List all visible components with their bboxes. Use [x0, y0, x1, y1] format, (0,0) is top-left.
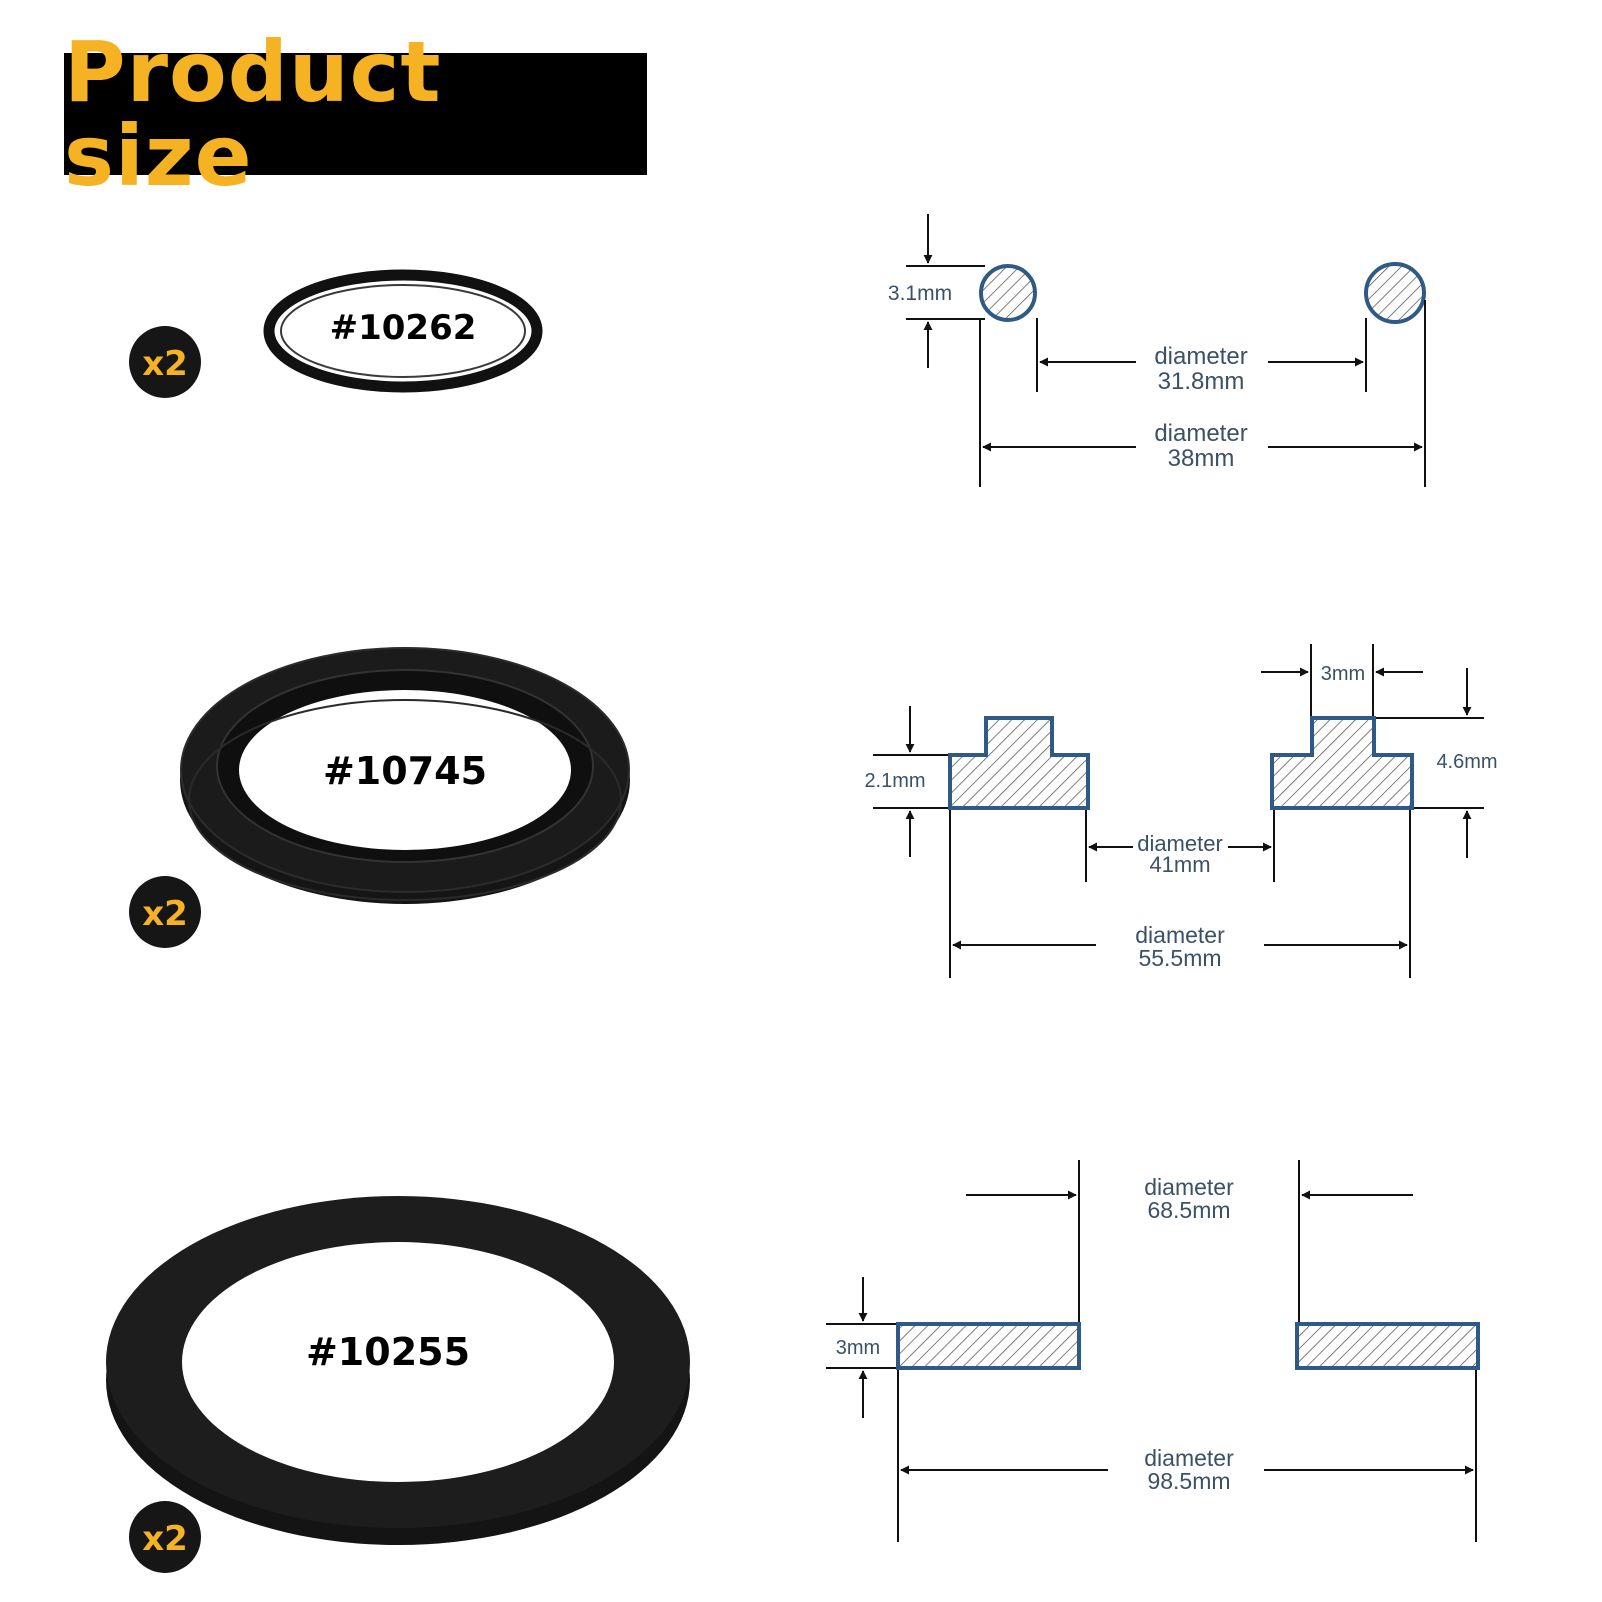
page-title: Product size: [64, 23, 442, 205]
flat-gasket-image: [106, 1196, 690, 1545]
outer-diameter-word: diameter: [1135, 922, 1225, 948]
outer-diameter-value: 98.5mm: [1147, 1468, 1230, 1494]
inner-diameter-value: 31.8mm: [1158, 368, 1245, 395]
outer-diameter-value: 55.5mm: [1138, 945, 1221, 971]
quantity-badge: x2: [129, 1501, 201, 1573]
part-code: #10255: [306, 1330, 470, 1374]
base-height-label: 2.1mm: [864, 770, 925, 792]
outer-diameter-word: diameter: [1144, 1445, 1234, 1471]
step-width-label: 3mm: [1321, 663, 1365, 685]
flange-gasket-image: [180, 647, 630, 904]
quantity-badge: x2: [129, 876, 201, 948]
gasket-10262: #10262 x2 3.1mm diameter: [129, 214, 1426, 487]
outer-diameter-value: 38mm: [1168, 445, 1235, 472]
part-code: #10745: [323, 749, 487, 793]
gasket-10255: #10255 x2 3mm diameter 68.5m: [106, 1160, 1480, 1573]
total-height-label: 4.6mm: [1436, 751, 1497, 773]
inner-diameter-word: diameter: [1154, 343, 1247, 370]
cross-section-left: [948, 716, 1090, 810]
quantity-badge: x2: [129, 326, 201, 398]
cross-section-left: [896, 1322, 1081, 1370]
quantity-label: x2: [142, 1519, 188, 1559]
inner-diameter-word: diameter: [1144, 1174, 1234, 1200]
inner-diameter-value: 68.5mm: [1147, 1197, 1230, 1223]
thickness-label: 3.1mm: [888, 282, 952, 305]
cross-section-right: [1295, 1322, 1480, 1370]
o-ring-image: [263, 269, 543, 393]
cross-section-diagram: [873, 644, 1484, 978]
cross-section-diagram: [906, 214, 1426, 487]
cross-section-right: [1364, 262, 1426, 324]
quantity-label: x2: [142, 344, 188, 384]
title-banner: Product size: [64, 30, 647, 198]
cross-section-right: [1270, 716, 1414, 810]
inner-diameter-value: 41mm: [1149, 852, 1210, 877]
inner-diameter-word: diameter: [1137, 831, 1223, 856]
cross-section-left: [979, 264, 1037, 322]
cross-section-diagram: [826, 1160, 1480, 1542]
gasket-10745: #10745 x2: [129, 644, 1498, 978]
quantity-label: x2: [142, 894, 188, 934]
thickness-label: 3mm: [836, 1337, 880, 1359]
outer-diameter-word: diameter: [1154, 420, 1247, 447]
part-code: #10262: [330, 308, 477, 348]
